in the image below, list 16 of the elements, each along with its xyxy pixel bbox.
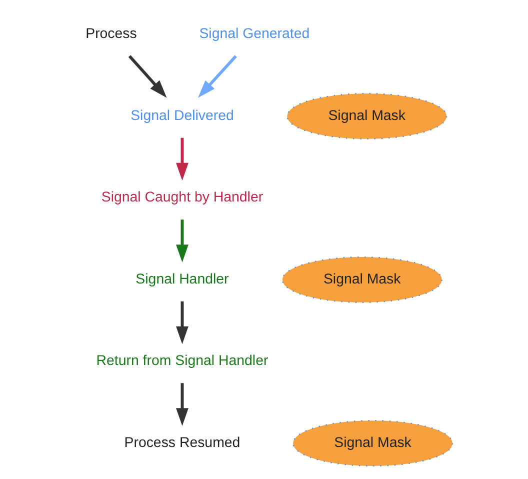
arrow (128, 55, 167, 98)
node-text: Signal Caught by Handler (101, 190, 264, 206)
arrow (176, 138, 188, 181)
node-text: Process (86, 26, 137, 42)
arrow (176, 383, 188, 426)
node-ellipse: Signal Mask (282, 256, 442, 304)
node-text: Return from Signal Handler (96, 353, 268, 370)
node-text: Signal Handler (136, 271, 229, 288)
node-text: Signal Generated (199, 26, 310, 42)
arrow (176, 301, 188, 344)
arrow (176, 220, 188, 262)
node-text: Process Resumed (124, 434, 240, 451)
arrow (198, 55, 237, 98)
node-ellipse: Signal Mask (292, 420, 454, 467)
node-text: Signal Delivered (130, 108, 234, 124)
node-ellipse: Signal Mask (286, 92, 448, 140)
